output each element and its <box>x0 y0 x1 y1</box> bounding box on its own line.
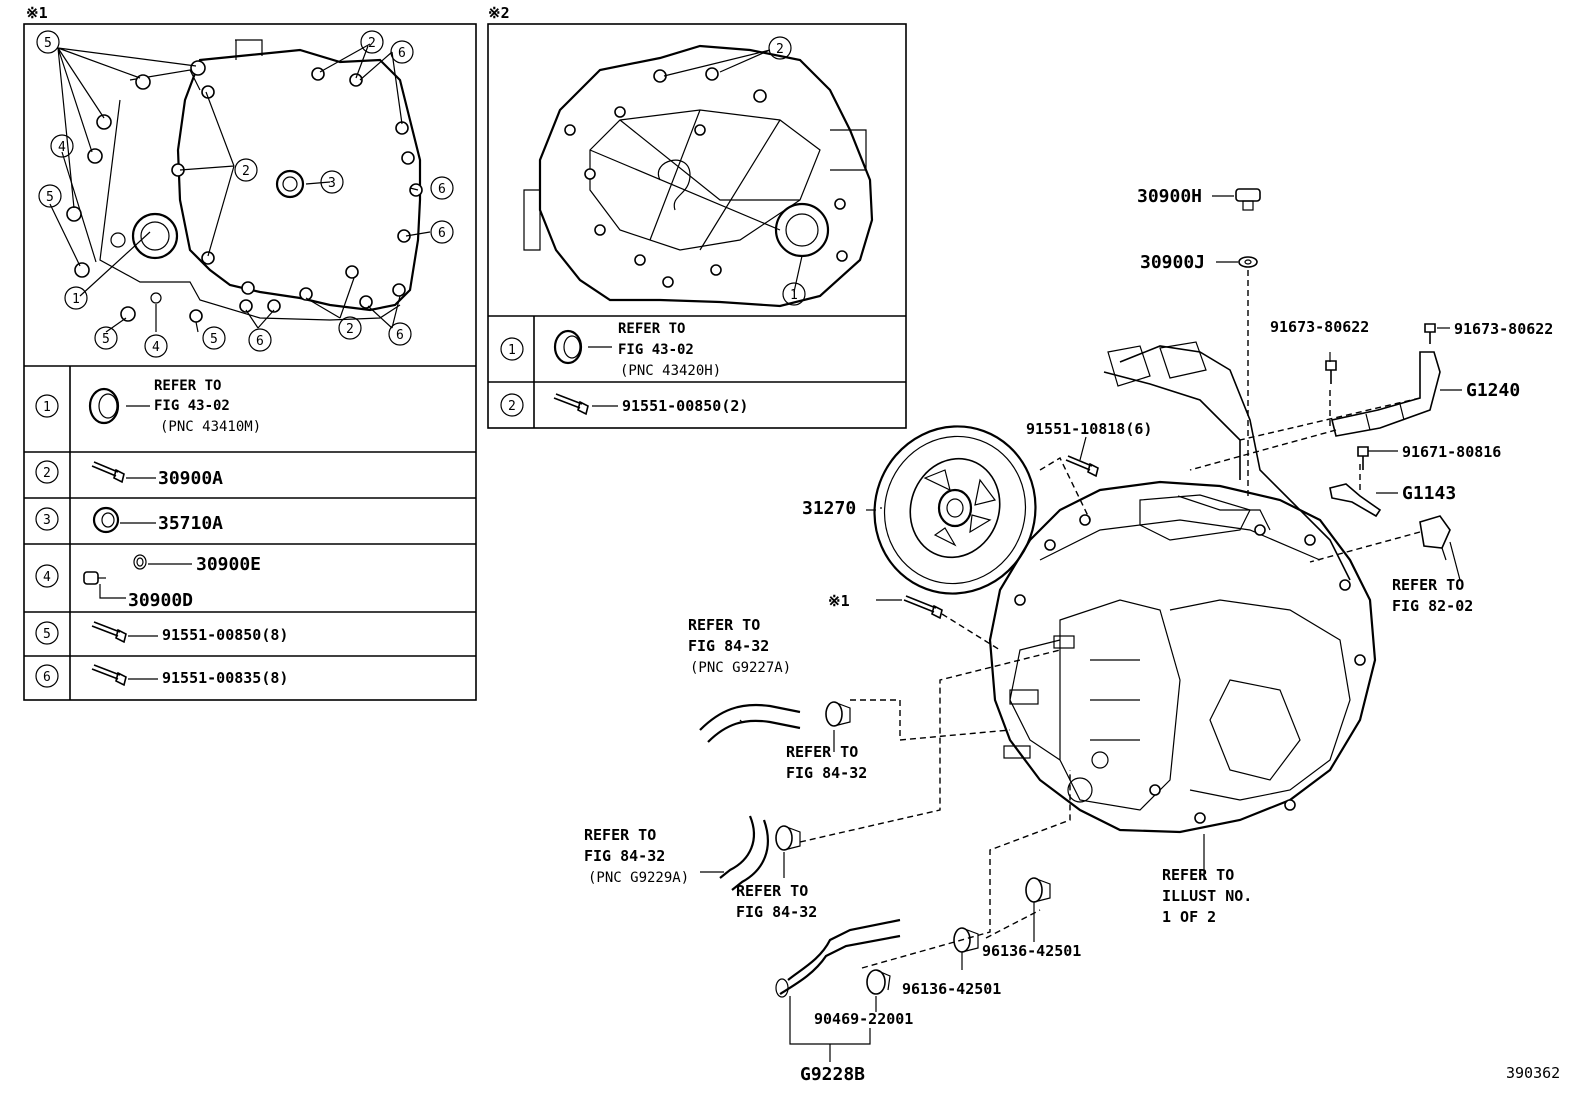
callout-labels: 30900H 30900J 91673-80622 91673-80622 G1… <box>584 186 1560 1085</box>
label-90469-22001: 90469-22001 <box>814 1010 913 1028</box>
ref-g9227a-line2: FIG 84-32 <box>688 637 769 655</box>
inset-1-row1-line1: REFER TO <box>154 378 221 394</box>
inset-2-row1-line2: FIG 43-02 <box>618 342 694 358</box>
ref-illust-line3: 1 OF 2 <box>1162 908 1216 926</box>
svg-text:2: 2 <box>368 36 376 51</box>
inset-1-row4-part-a: 30900E <box>196 554 261 575</box>
bolt-icon <box>91 621 127 687</box>
bracket-g1240-illustration <box>1331 351 1441 437</box>
clamp-g1143-illustration <box>1329 483 1382 518</box>
inset-2-row2-no: 2 <box>508 399 516 414</box>
inset-1-row5-no: 5 <box>43 627 51 642</box>
gasket-icon <box>1238 256 1258 268</box>
ref-fig-82-02-line2: FIG 82-02 <box>1392 597 1473 615</box>
inset-1-row6-no: 6 <box>43 670 51 685</box>
oil-seal-icon <box>553 329 583 365</box>
ref-illust-line1: REFER TO <box>1162 866 1234 884</box>
bolt-icon <box>91 461 125 484</box>
svg-text:6: 6 <box>438 226 446 241</box>
inset-1-row2-no: 2 <box>43 466 51 481</box>
inset-1-frame <box>23 23 477 701</box>
bolt-icon <box>553 393 589 416</box>
inset-1-row1-no: 1 <box>43 400 51 415</box>
svg-text:6: 6 <box>396 328 404 343</box>
ref-g9229a-line3: (PNC G9229A) <box>588 870 689 886</box>
ref-illust-line2: ILLUST NO. <box>1162 887 1252 905</box>
inset-1-row3-no: 3 <box>43 513 51 528</box>
svg-text:2: 2 <box>776 42 784 57</box>
svg-text:3: 3 <box>328 176 336 191</box>
label-G9228B: G9228B <box>800 1064 865 1085</box>
gasket-icon <box>133 554 147 570</box>
inset-1-row4-no: 4 <box>43 570 51 585</box>
hose-illustration <box>699 704 901 998</box>
ref-84-32-d-line2: FIG 84-32 <box>736 903 817 921</box>
label-ref-mark-1: ※1 <box>828 592 850 610</box>
transaxle-housing-rear-illustration: 2 1 <box>523 36 874 308</box>
inset-1-row2-part: 30900A <box>158 468 223 489</box>
svg-text:6: 6 <box>438 182 446 197</box>
transaxle-assembly-illustration <box>988 341 1377 834</box>
inset-1-row1-line3: (PNC 43410M) <box>160 419 261 435</box>
ref-84-32-b-line2: FIG 84-32 <box>786 764 867 782</box>
label-96136-42501-b: 96136-42501 <box>902 980 1001 998</box>
ref-fig-82-02-line1: REFER TO <box>1392 576 1464 594</box>
svg-text:2: 2 <box>346 322 354 337</box>
figure-id: 390362 <box>1506 1064 1560 1082</box>
label-91671-80816: 91671-80816 <box>1402 443 1501 461</box>
svg-text:4: 4 <box>152 340 160 355</box>
inset-2-row2-part: 91551-00850(2) <box>622 397 748 415</box>
inset-2-frame <box>487 23 907 429</box>
inset-2-row1-line1: REFER TO <box>618 321 685 337</box>
label-96136-42501-a: 96136-42501 <box>982 942 1081 960</box>
svg-text:2: 2 <box>242 164 250 179</box>
hose-clamp-icon <box>775 701 1051 995</box>
label-30900H: 30900H <box>1137 186 1202 207</box>
label-91673-80622-b: 91673-80622 <box>1454 320 1553 338</box>
inset-2: ※2 2 1 1 <box>487 4 907 429</box>
sensor-illustration <box>1419 515 1451 561</box>
transaxle-housing-front-illustration: 5 4 5 1 5 4 5 6 2 3 2 6 6 6 2 6 <box>36 30 454 358</box>
ref-g9227a-line1: REFER TO <box>688 616 760 634</box>
svg-text:4: 4 <box>58 140 66 155</box>
label-G1240: G1240 <box>1466 380 1520 401</box>
svg-text:1: 1 <box>790 288 798 303</box>
ref-84-32-b-line1: REFER TO <box>786 743 858 761</box>
inset-2-row1-no: 1 <box>508 343 516 358</box>
svg-text:5: 5 <box>44 36 52 51</box>
inset-1-marker: ※1 <box>26 4 48 22</box>
label-91551-10818: 91551-10818(6) <box>1026 420 1152 438</box>
seal-icon <box>92 506 120 534</box>
svg-text:1: 1 <box>72 292 80 307</box>
inset-2-row1-line3: (PNC 43420H) <box>620 363 721 379</box>
inset-1-row1-line2: FIG 43-02 <box>154 398 230 414</box>
svg-text:6: 6 <box>398 46 406 61</box>
label-91673-80622-a: 91673-80622 <box>1270 318 1369 336</box>
inset-2-marker: ※2 <box>488 4 510 22</box>
label-30900J: 30900J <box>1140 252 1205 273</box>
ref-g9229a-line2: FIG 84-32 <box>584 847 665 865</box>
inset-1: ※1 <box>23 4 477 701</box>
inset-1-row4-part-b: 30900D <box>128 590 193 611</box>
svg-text:5: 5 <box>46 190 54 205</box>
inset-1-row6-part: 91551-00835(8) <box>162 669 288 687</box>
svg-text:5: 5 <box>210 332 218 347</box>
label-31270: 31270 <box>802 498 856 519</box>
clutch-disc-illustration <box>873 425 1037 595</box>
bolt-icon <box>903 323 1436 620</box>
ref-g9229a-line1: REFER TO <box>584 826 656 844</box>
plug-icon <box>83 571 106 585</box>
svg-text:5: 5 <box>102 332 110 347</box>
ref-84-32-d-line1: REFER TO <box>736 882 808 900</box>
inset-1-row5-part: 91551-00850(8) <box>162 626 288 644</box>
ref-g9227a-line3: (PNC G9227A) <box>690 660 791 676</box>
drain-plug-icon <box>1235 188 1261 211</box>
leader-lines <box>700 195 1462 1062</box>
label-G1143: G1143 <box>1402 483 1456 504</box>
oil-seal-icon <box>88 387 120 425</box>
svg-text:6: 6 <box>256 334 264 349</box>
inset-1-row3-part: 35710A <box>158 513 223 534</box>
